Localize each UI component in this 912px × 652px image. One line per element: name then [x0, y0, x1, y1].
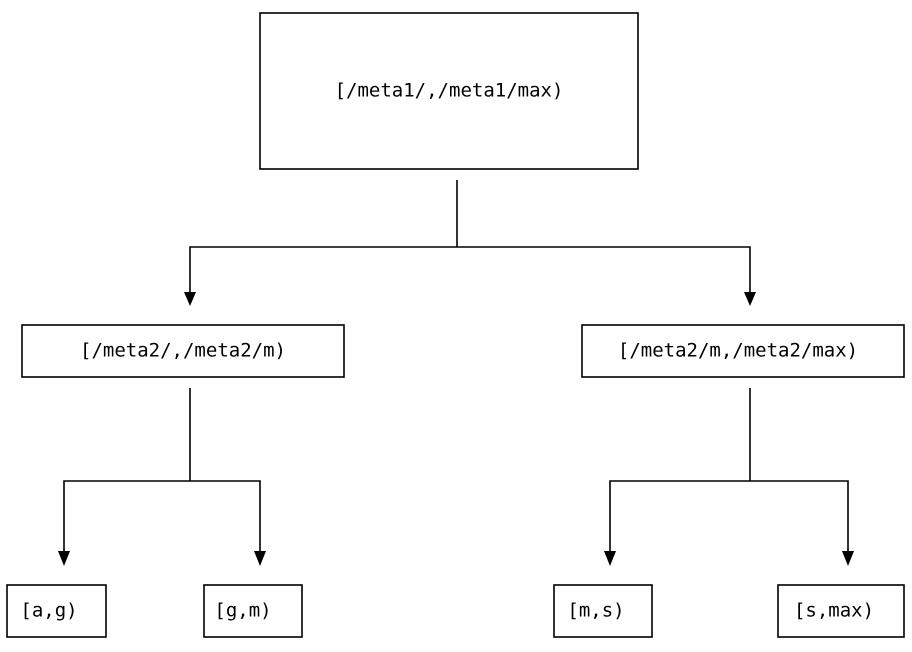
- node-leaf-g-m: [g,m): [203, 584, 303, 638]
- arrowhead-meta2-high: [744, 292, 756, 306]
- node-leaf-s-max: [s,max): [777, 584, 905, 638]
- node-leaf-m-s-box: [553, 584, 653, 638]
- arrowhead-leaf-s-max: [842, 551, 854, 566]
- edge-group-meta2-high: [604, 388, 854, 566]
- node-leaf-m-s-label: [m,s): [567, 600, 624, 622]
- edge-group-root: [184, 180, 756, 306]
- edge-group-meta2-low: [58, 388, 266, 566]
- node-root-box: [259, 12, 639, 170]
- node-leaf-g-m-box: [203, 584, 303, 638]
- edge-meta2-high-to-leaf-s-max: [750, 480, 849, 551]
- node-leaf-m-s: [m,s): [553, 584, 653, 638]
- node-leaf-g-m-label: [g,m): [214, 600, 271, 622]
- node-leaf-a-g-box: [6, 584, 107, 638]
- arrowhead-leaf-g-m: [254, 551, 266, 566]
- node-meta2-high-label: [/meta2/m,/meta2/max): [618, 340, 858, 362]
- edge-meta2-low-to-leaf-a-g: [63, 480, 190, 551]
- node-meta2-low: [/meta2/,/meta2/m): [21, 324, 345, 378]
- node-meta2-low-label: [/meta2/,/meta2/m): [80, 340, 286, 362]
- edge-meta2-high-to-leaf-m-s: [609, 480, 750, 551]
- edge-root-to-meta2-low: [189, 246, 457, 292]
- node-meta2-low-box: [21, 324, 345, 378]
- edge-root-to-meta2-high: [457, 246, 751, 292]
- arrowhead-leaf-m-s: [604, 551, 616, 566]
- node-root-label: [/meta1/,/meta1/max): [335, 80, 564, 102]
- node-meta2-high: [/meta2/m,/meta2/max): [581, 324, 905, 378]
- node-meta2-high-box: [581, 324, 905, 378]
- node-root: [/meta1/,/meta1/max): [259, 12, 639, 170]
- arrowhead-meta2-low: [184, 292, 196, 306]
- arrowhead-leaf-a-g: [58, 551, 70, 566]
- node-leaf-s-max-box: [777, 584, 905, 638]
- node-leaf-s-max-label: [s,max): [794, 600, 874, 622]
- edge-meta2-low-to-leaf-g-m: [190, 480, 261, 551]
- node-leaf-a-g-label: [a,g): [20, 600, 77, 622]
- node-leaf-a-g: [a,g): [6, 584, 107, 638]
